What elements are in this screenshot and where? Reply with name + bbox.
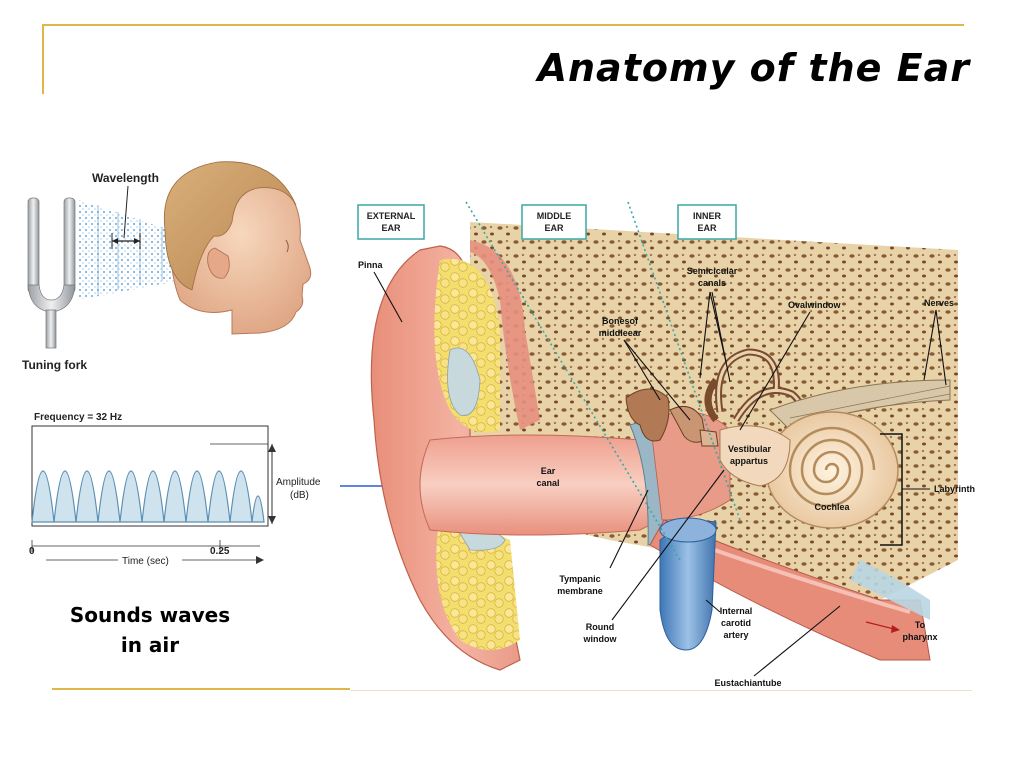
x-axis-label: Time (sec) [122, 556, 169, 567]
region-label-external [357, 204, 425, 240]
caption-line-1: Sounds waves [69, 603, 231, 627]
region-external-line1: EXTERNAL [367, 211, 416, 221]
label-ear-canal-1: Ear [541, 466, 556, 476]
label-carotid-2: carotid [721, 618, 751, 628]
ear-icon [207, 247, 230, 279]
sound-waves-caption: Sounds waves in air [52, 600, 248, 660]
label-carotid-1: Internal [720, 606, 753, 616]
slide-title: Anatomy of the Ear [537, 46, 970, 90]
frequency-label: Frequency = 32 Hz [34, 412, 122, 423]
top-rule [42, 24, 964, 26]
label-vestibular-2: appartus [730, 456, 768, 466]
wavelength-marker [111, 185, 141, 249]
amplitude-unit: (dB) [290, 490, 309, 501]
waveform-plot [31, 425, 276, 564]
label-tympanic-1: Tympanic [559, 574, 600, 584]
label-semicircular-2: canals [698, 278, 726, 288]
label-semicircular-1: Semicicular [687, 266, 738, 276]
label-cochlea: Cochlea [814, 502, 850, 512]
label-bones-1: Bonesof [602, 316, 639, 326]
label-bones-2: middleear [599, 328, 642, 338]
label-carotid-3: artery [723, 630, 748, 640]
label-labyrinth: Labyrinth [934, 484, 975, 494]
wavelength-label: Wavelength [92, 171, 159, 185]
tuning-fork-label: Tuning fork [22, 358, 87, 372]
x-axis-zero: 0 [29, 546, 35, 557]
region-inner-line1: INNER [693, 211, 722, 221]
amplitude-label: Amplitude [276, 477, 321, 488]
tuning-fork [27, 197, 76, 349]
fat-tissue-lower [436, 526, 520, 650]
bottom-rule [52, 688, 350, 690]
label-pinna: Pinna [358, 260, 383, 270]
region-label-inner [677, 204, 737, 240]
left-rule [42, 24, 44, 94]
label-round-2: window [583, 634, 618, 644]
region-label-middle [521, 204, 587, 240]
label-ear-canal-2: canal [536, 478, 559, 488]
label-tympanic-2: membrane [557, 586, 603, 596]
ossicle-malleus [625, 388, 670, 442]
region-boundaries [465, 201, 741, 561]
label-eustachian: Eustachiantube [714, 678, 781, 688]
leader-lines [373, 271, 947, 677]
region-middle-line2: EAR [544, 223, 564, 233]
label-vestibular-1: Vestibular [728, 444, 772, 454]
label-round-1: Round [586, 622, 615, 632]
cochlea [765, 411, 899, 529]
ear-canal [419, 434, 661, 536]
label-nerves: Nerves [924, 298, 954, 308]
region-external-line2: EAR [381, 223, 401, 233]
region-inner-line2: EAR [697, 223, 717, 233]
caption-line-2: in air [120, 633, 180, 657]
region-middle-line1: MIDDLE [537, 211, 572, 221]
label-pharynx-2: pharynx [902, 632, 937, 642]
bottom-rule-light [350, 690, 972, 691]
ossicle-stapes [699, 429, 719, 447]
label-pharynx-1: To [915, 620, 926, 630]
x-axis-tick: 0.25 [210, 546, 230, 557]
label-oval-window: Ovalwindow [788, 300, 842, 310]
head-illustration [163, 161, 312, 335]
